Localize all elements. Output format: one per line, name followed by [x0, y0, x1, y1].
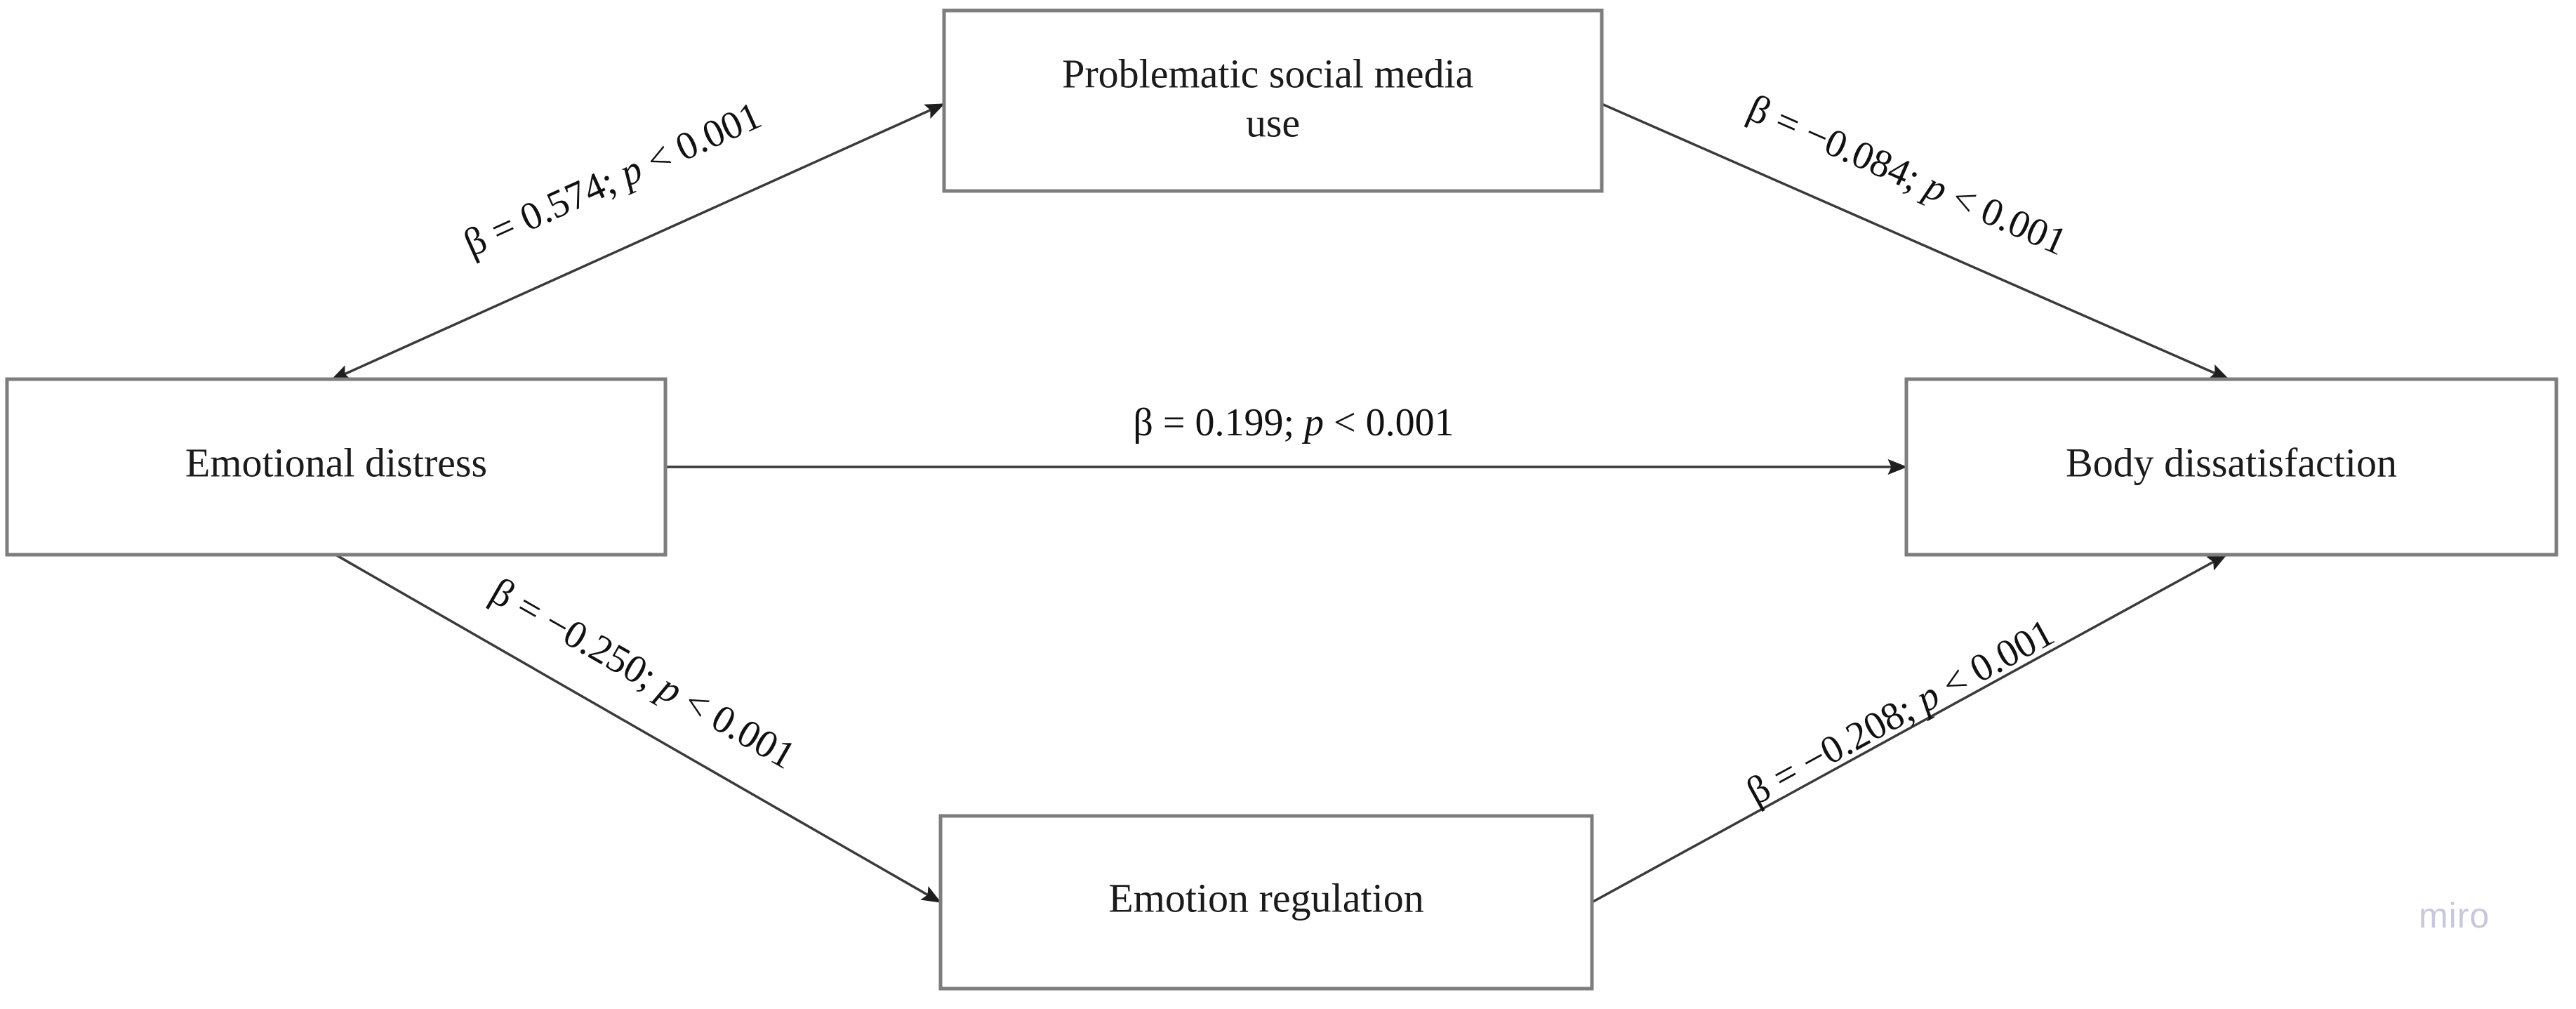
miro-watermark: miro: [2419, 896, 2490, 935]
edge-label-er-to-bd: β = −0.208; p < 0.001: [1739, 611, 2062, 814]
nodes-layer: Problematic social media use Emotional d…: [5, 8, 2558, 991]
edge-label-ed-to-bd: β = 0.199; p < 0.001: [1133, 401, 1454, 444]
node-psmu-label-line1: Problematic social media: [1062, 51, 1473, 97]
edge-labels-layer: β = 0.574; p < 0.001 β = −0.084; p < 0.0…: [457, 86, 2073, 814]
node-body-dissatisfaction-label: Body dissatisfaction: [2066, 440, 2397, 485]
node-body-dissatisfaction[interactable]: Body dissatisfaction: [1904, 377, 2558, 557]
node-emotional-distress-label: Emotional distress: [185, 440, 487, 485]
node-psmu[interactable]: Problematic social media use: [942, 8, 1604, 193]
node-emotional-distress-box[interactable]: [5, 377, 668, 557]
node-psmu-label: Problematic social media use: [1062, 51, 1484, 146]
node-body-dissatisfaction-box[interactable]: [1904, 377, 2558, 557]
node-emotional-distress[interactable]: Emotional distress: [5, 377, 668, 557]
node-emotion-regulation-label: Emotion regulation: [1108, 875, 1423, 921]
edge-line-er-to-bd[interactable]: [1591, 553, 2228, 904]
node-emotion-regulation[interactable]: Emotion regulation: [938, 814, 1594, 991]
node-psmu-label-line2: use: [1246, 100, 1300, 146]
edge-line-ed-to-psmu[interactable]: [330, 103, 945, 381]
edges-layer: [330, 103, 2230, 904]
edge-label-ed-to-er: β = −0.250; p < 0.001: [483, 569, 802, 778]
node-psmu-box[interactable]: [942, 8, 1604, 193]
edge-line-psmu-to-bd[interactable]: [1601, 103, 2230, 381]
edge-line-ed-to-er[interactable]: [335, 553, 942, 904]
edge-label-ed-to-psmu: β = 0.574; p < 0.001: [457, 93, 767, 265]
node-emotion-regulation-box[interactable]: [938, 814, 1594, 991]
